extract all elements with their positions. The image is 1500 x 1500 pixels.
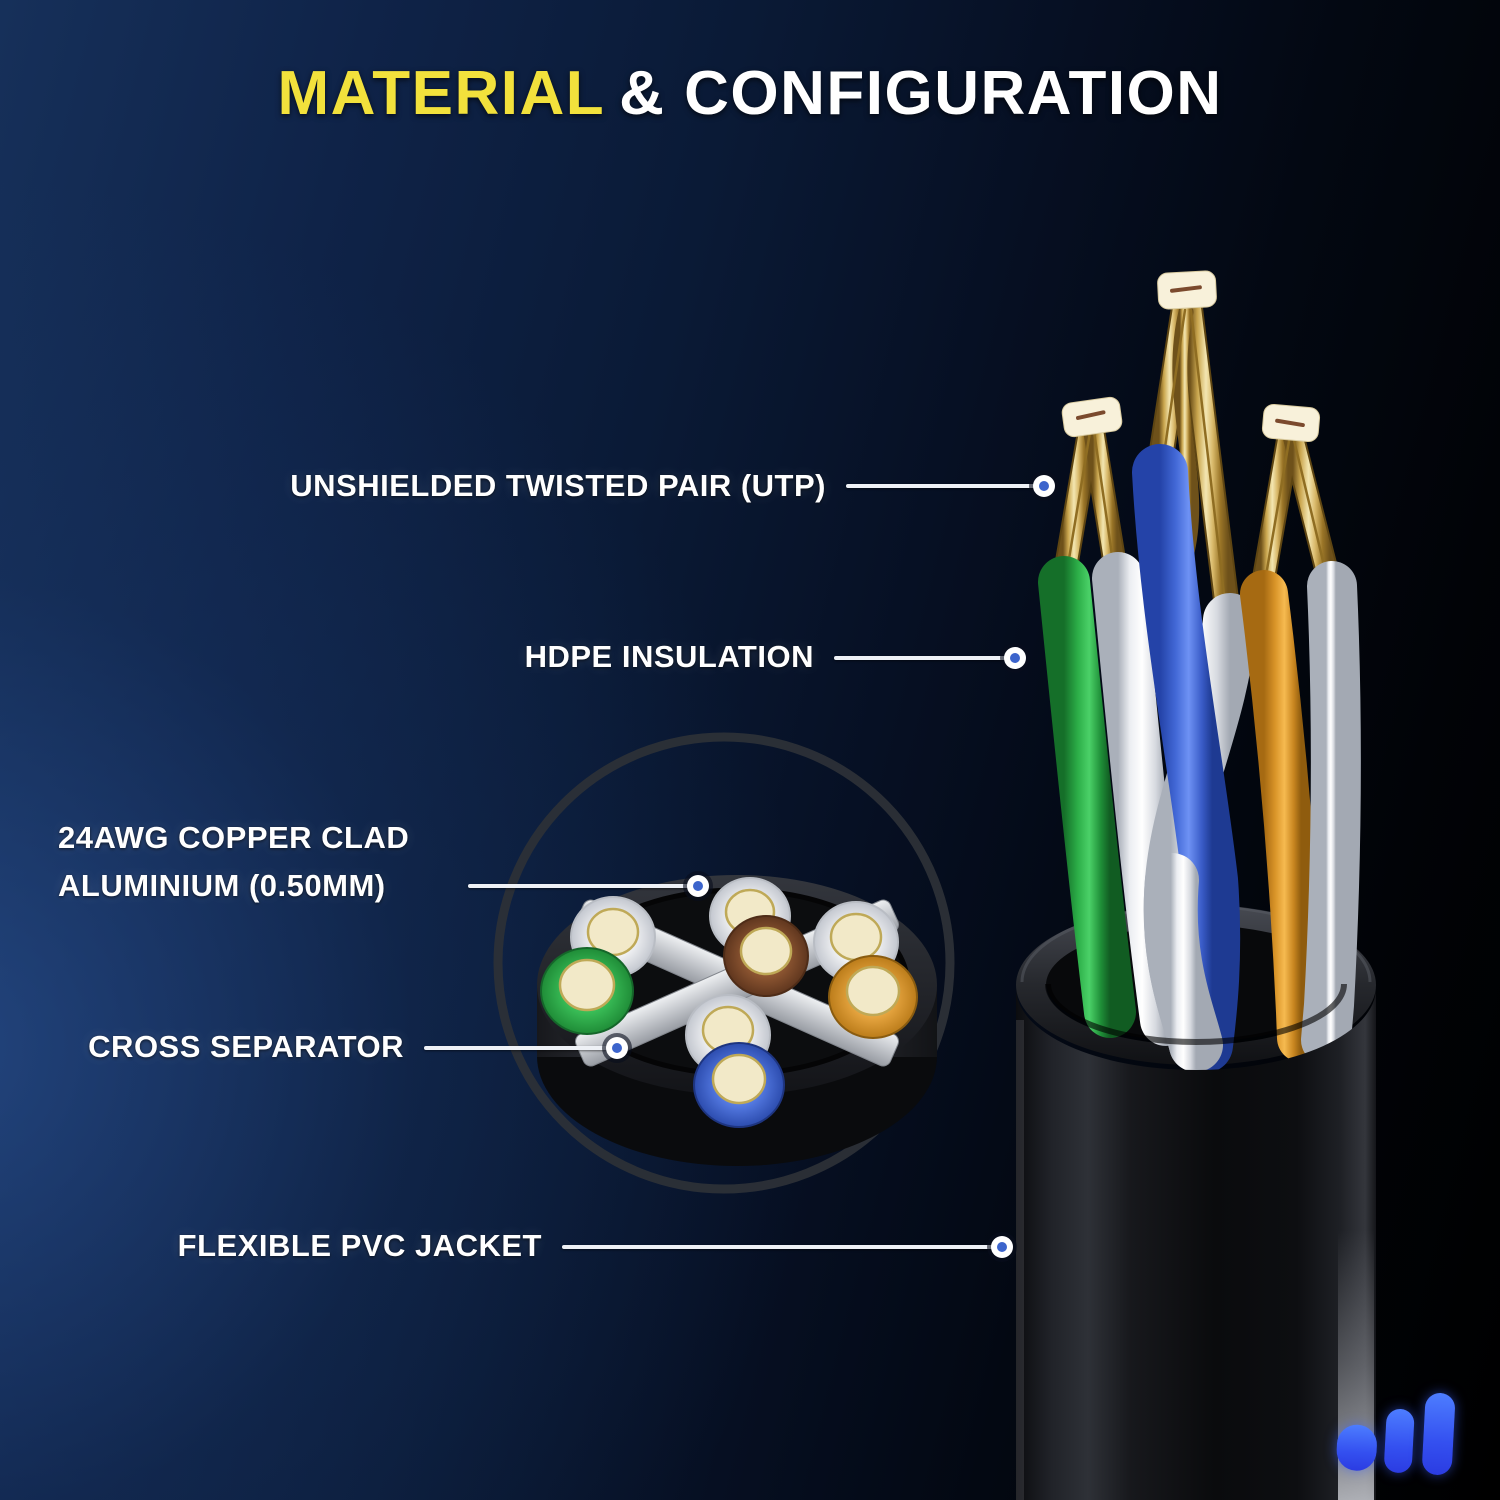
orange-wire xyxy=(1240,570,1325,1062)
copper-pair-tips xyxy=(1051,270,1342,629)
label-24awg-line1: 24AWG COPPER CLAD xyxy=(58,820,410,855)
pair-blue xyxy=(685,994,785,1128)
leader-dot-pvc-jacket xyxy=(991,1236,1013,1258)
leader-line-hdpe xyxy=(834,656,1015,660)
pair-brown xyxy=(709,877,809,997)
page-title-highlight: MATERIAL xyxy=(277,59,606,128)
leader-line-utp xyxy=(846,484,1044,488)
jacket-inner-shadow xyxy=(1045,983,1347,1045)
jacket-left-highlight xyxy=(1016,1020,1024,1500)
leader-line-24awg xyxy=(468,884,698,888)
logo-bar xyxy=(1383,1408,1415,1474)
leader-line-cross-separator xyxy=(424,1046,617,1050)
page-title-rest: & CONFIGURATION xyxy=(619,59,1223,128)
green-wire xyxy=(1038,556,1136,1038)
leader-dot-cross-separator xyxy=(606,1037,628,1059)
decorative-circle-outline xyxy=(493,732,955,1194)
pair-orange xyxy=(813,901,918,1039)
label-pvc-jacket: FLEXIBLE PVC JACKET xyxy=(177,1228,542,1263)
label-24awg-line2: ALUMINIUM (0.50MM) xyxy=(58,868,386,903)
cable-cutaway-illustration xyxy=(1016,270,1376,1500)
leader-dot-24awg xyxy=(687,875,709,897)
insulated-wires xyxy=(1038,444,1361,1073)
logo-bar xyxy=(1335,1423,1378,1472)
cross-section-illustration xyxy=(493,732,955,1194)
pair-green xyxy=(540,896,656,1035)
label-24awg: 24AWG COPPER CLAD ALUMINIUM (0.50MM) xyxy=(58,814,409,910)
brand-logo xyxy=(1334,1375,1469,1477)
leader-dot-hdpe xyxy=(1004,647,1026,669)
white-wire-blue-pair-front xyxy=(1143,853,1223,1072)
label-cross-separator: CROSS SEPARATOR xyxy=(88,1029,404,1064)
leader-dot-utp xyxy=(1033,475,1055,497)
label-utp: UNSHIELDED TWISTED PAIR (UTP) xyxy=(290,468,826,503)
label-hdpe: HDPE INSULATION xyxy=(524,639,814,674)
logo-bar xyxy=(1421,1392,1456,1476)
pvc-jacket-body xyxy=(1016,988,1376,1500)
page-title: MATERIAL& CONFIGURATION xyxy=(0,58,1500,129)
leader-line-pvc-jacket xyxy=(562,1245,1002,1249)
white-wire-orange-pair xyxy=(1301,561,1361,1065)
